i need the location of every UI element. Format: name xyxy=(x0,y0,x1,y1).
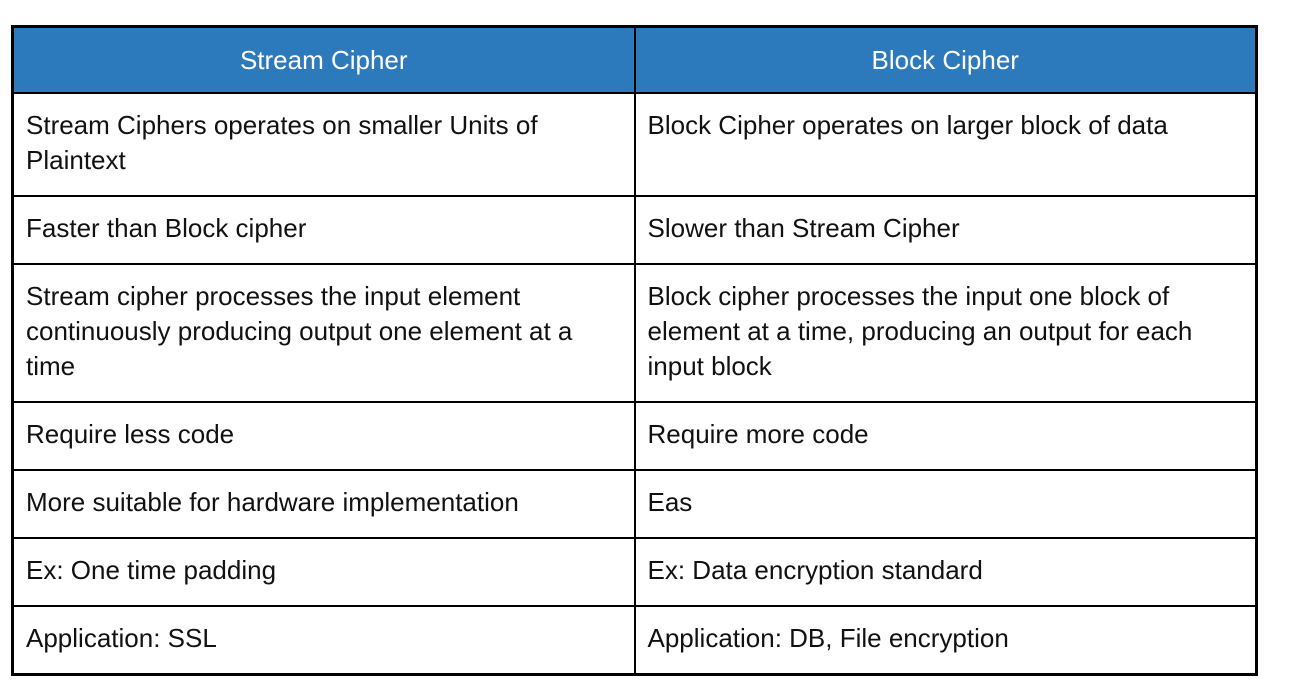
table-row: Stream Ciphers operates on smaller Units… xyxy=(11,92,1258,197)
table-cell-stream: Ex: One time padding xyxy=(11,537,636,607)
table-row: Require less code Require more code xyxy=(11,401,1258,471)
table-cell-block: Ex: Data encryption standard xyxy=(633,537,1258,607)
table-cell-stream: Faster than Block cipher xyxy=(11,195,636,265)
table-cell-stream: Require less code xyxy=(11,401,636,471)
header-row: Stream Cipher Block Cipher xyxy=(11,25,1258,94)
table-cell-stream: More suitable for hardware implementatio… xyxy=(11,469,636,539)
table-cell-block: Require more code xyxy=(633,401,1258,471)
table-row: More suitable for hardware implementatio… xyxy=(11,469,1258,539)
table-cell-stream: Stream cipher processes the input elemen… xyxy=(11,263,636,403)
column-header-stream-cipher: Stream Cipher xyxy=(11,25,636,94)
table-cell-block: Slower than Stream Cipher xyxy=(633,195,1258,265)
table-row: Stream cipher processes the input elemen… xyxy=(11,263,1258,403)
table-cell-block: Block Cipher operates on larger block of… xyxy=(633,92,1258,197)
table-row: Application: SSL Application: DB, File e… xyxy=(11,605,1258,676)
table-cell-block: Application: DB, File encryption xyxy=(633,605,1258,676)
column-header-block-cipher: Block Cipher xyxy=(633,25,1258,94)
table-cell-block: Eas xyxy=(633,469,1258,539)
cipher-comparison-table: Stream Cipher Block Cipher Stream Cipher… xyxy=(11,25,1258,676)
table-row: Faster than Block cipher Slower than Str… xyxy=(11,195,1258,265)
table-body: Stream Ciphers operates on smaller Units… xyxy=(11,92,1258,676)
table-cell-stream: Stream Ciphers operates on smaller Units… xyxy=(11,92,636,197)
table-cell-block: Block cipher processes the input one blo… xyxy=(633,263,1258,403)
table-row: Ex: One time padding Ex: Data encryption… xyxy=(11,537,1258,607)
table-header: Stream Cipher Block Cipher xyxy=(11,25,1258,94)
table-cell-stream: Application: SSL xyxy=(11,605,636,676)
